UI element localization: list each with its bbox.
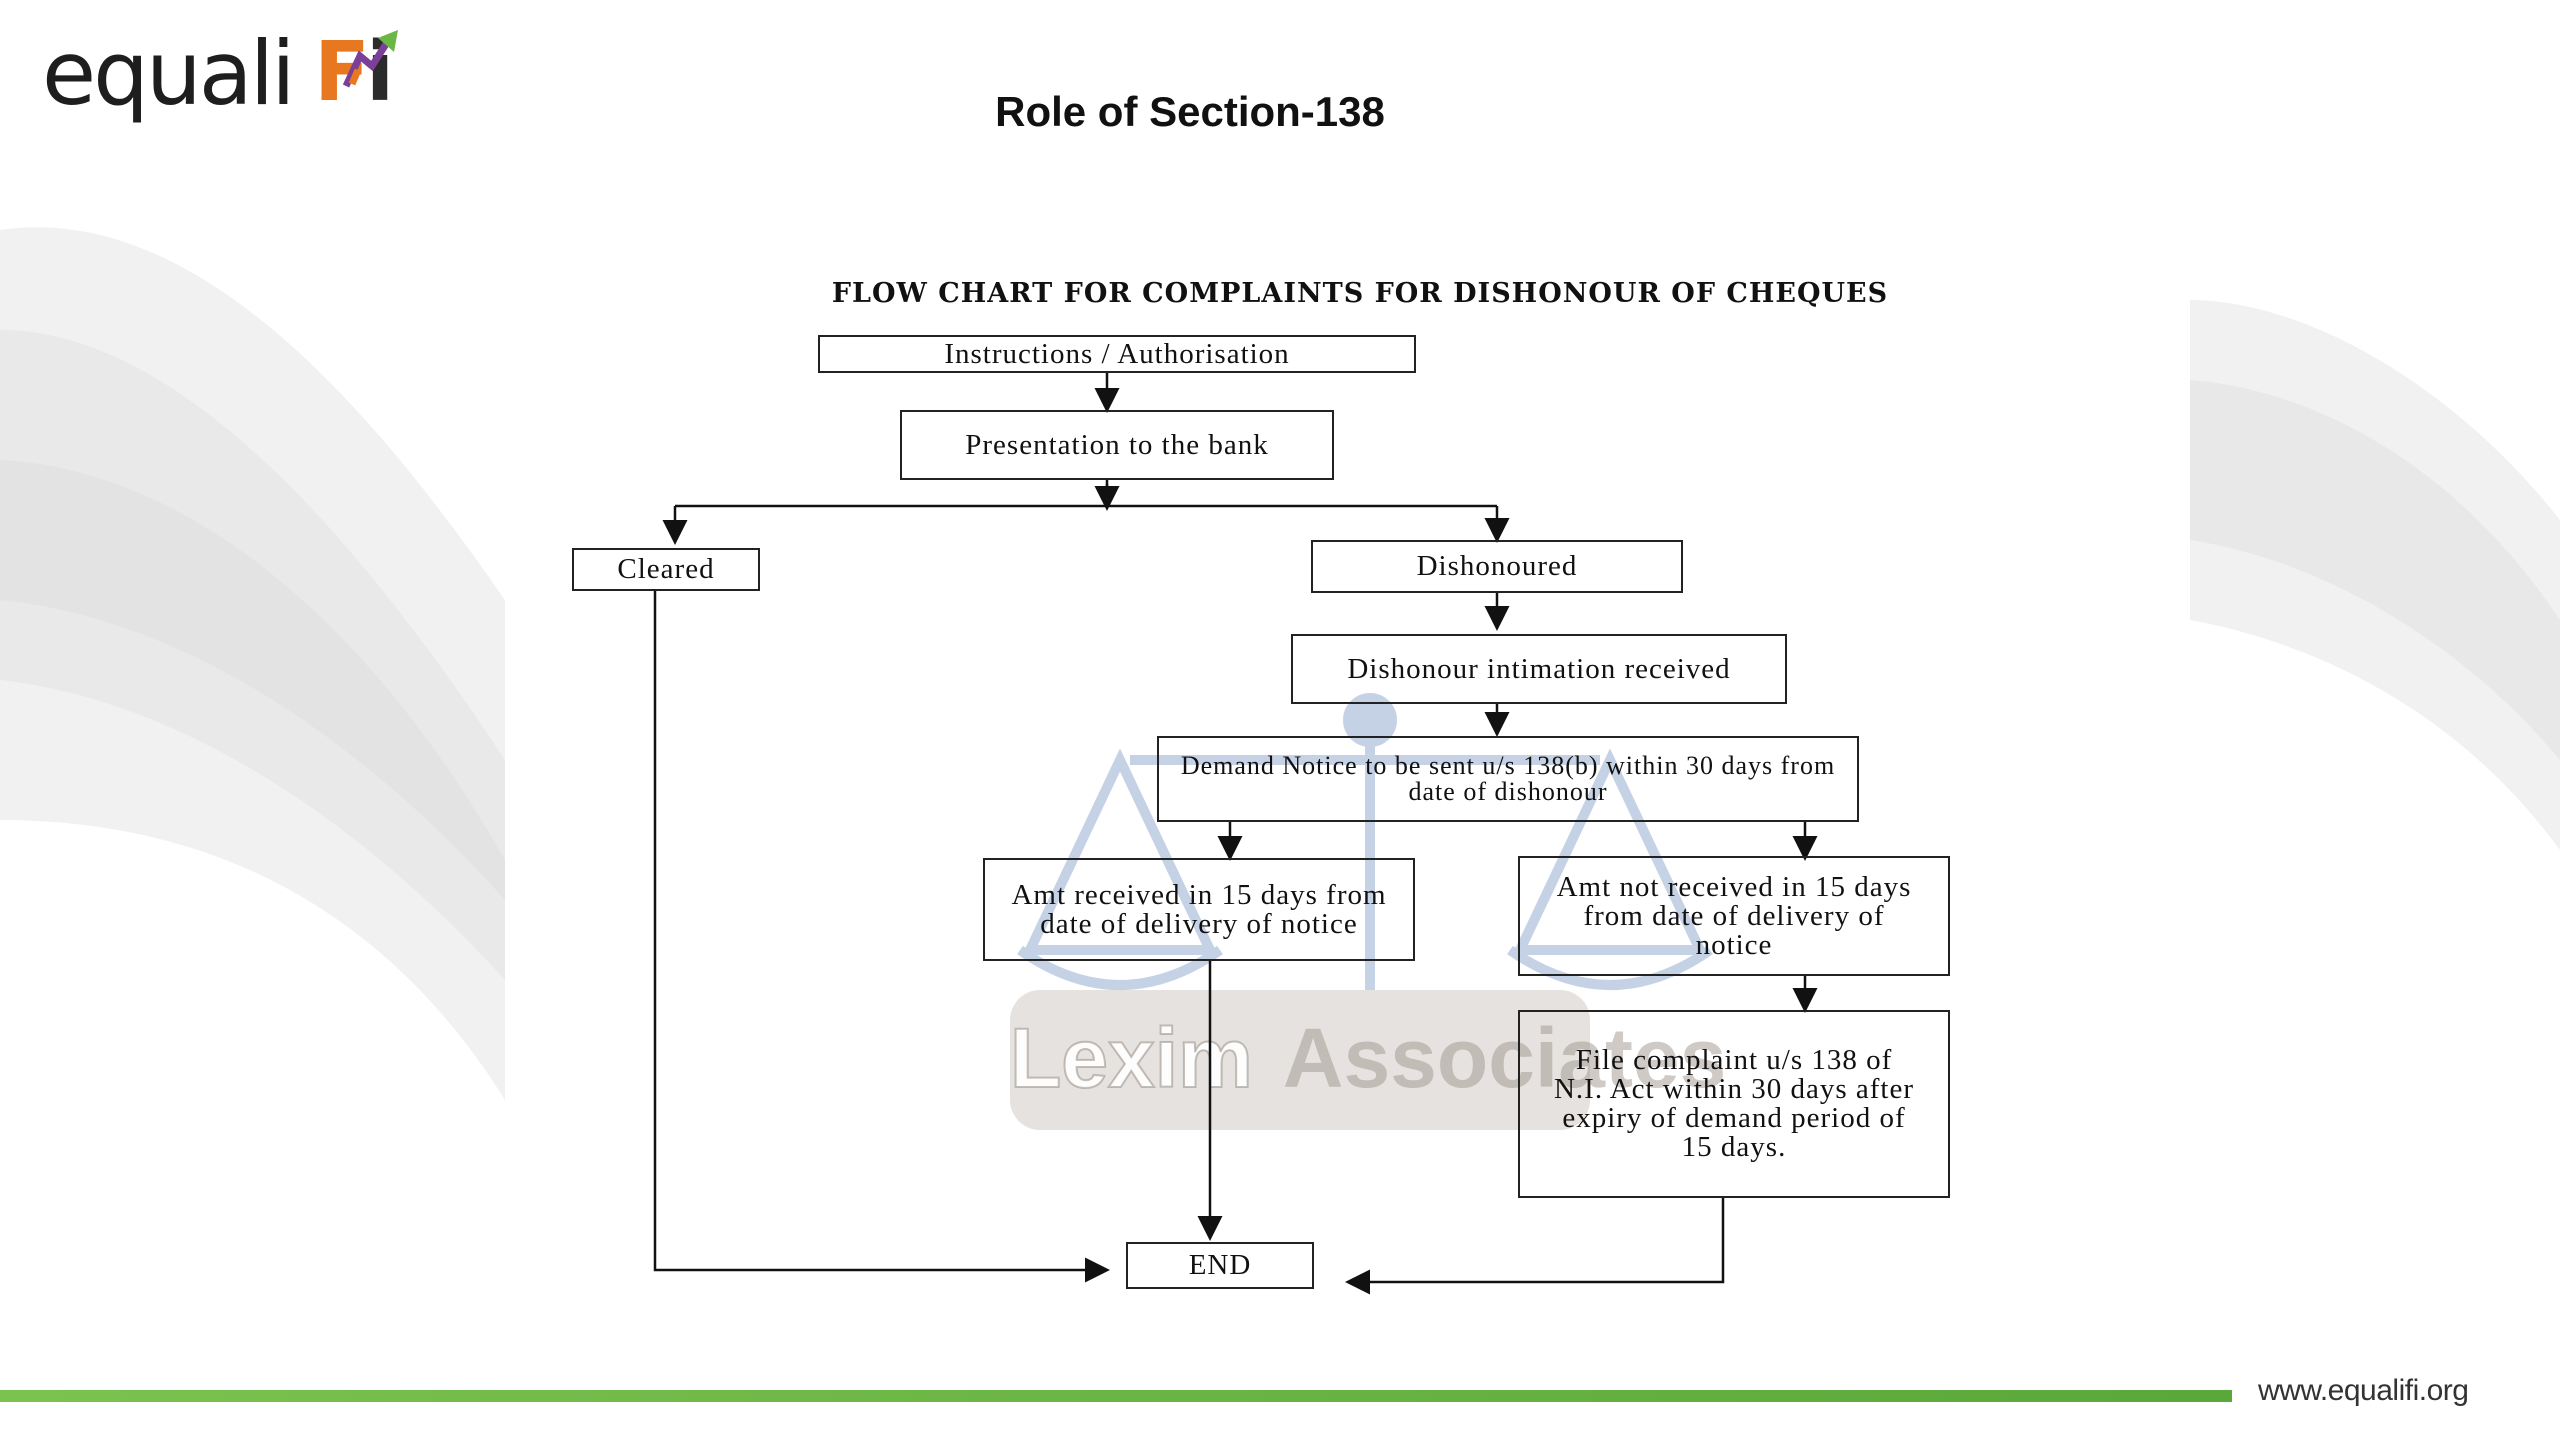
node-file-complaint: File complaint u/s 138 of N.I. Act withi… bbox=[1518, 1010, 1950, 1198]
node-amt-received-label: Amt received in 15 days from date of del… bbox=[1011, 878, 1387, 940]
flowchart-panel bbox=[505, 260, 2190, 1340]
node-end: END bbox=[1126, 1242, 1314, 1289]
node-demand-notice: Demand Notice to be sent u/s 138(b) with… bbox=[1157, 736, 1859, 822]
logo-wordmark: equali bbox=[42, 22, 296, 125]
node-instructions: Instructions / Authorisation bbox=[818, 335, 1416, 373]
node-file-complaint-label: File complaint u/s 138 of N.I. Act withi… bbox=[1553, 1044, 1914, 1163]
logo-arrow-icon bbox=[342, 30, 398, 88]
footer-url: www.equalifi.org bbox=[2258, 1374, 2469, 1407]
node-amt-not-received-label: Amt not received in 15 days from date of… bbox=[1556, 870, 1912, 961]
node-amt-not-received: Amt not received in 15 days from date of… bbox=[1518, 856, 1950, 976]
footer-bar bbox=[0, 1390, 2232, 1402]
node-intimation-label: Dishonour intimation received bbox=[1347, 652, 1731, 685]
node-presentation: Presentation to the bank bbox=[900, 410, 1334, 480]
node-presentation-label: Presentation to the bank bbox=[965, 428, 1269, 461]
node-instructions-label: Instructions / Authorisation bbox=[944, 337, 1290, 370]
node-dishonoured: Dishonoured bbox=[1311, 540, 1683, 593]
node-cleared: Cleared bbox=[572, 548, 760, 591]
node-demand-notice-label: Demand Notice to be sent u/s 138(b) with… bbox=[1180, 751, 1836, 806]
node-amt-received: Amt received in 15 days from date of del… bbox=[983, 858, 1415, 961]
slide-title: Role of Section-138 bbox=[995, 88, 1385, 135]
node-dishonoured-label: Dishonoured bbox=[1416, 550, 1578, 582]
flowchart-title: FLOW CHART FOR COMPLAINTS FOR DISHONOUR … bbox=[831, 278, 1889, 309]
equalifi-logo: equali Fi bbox=[42, 26, 422, 146]
watermark-word-associates: Associates bbox=[1282, 1011, 1727, 1105]
watermark-word-lexim: Lexim bbox=[1009, 1010, 1254, 1106]
node-end-label: END bbox=[1188, 1249, 1252, 1281]
node-intimation: Dishonour intimation received bbox=[1291, 634, 1787, 704]
watermark-text: Lexim Associates bbox=[1009, 1010, 1727, 1107]
node-cleared-label: Cleared bbox=[617, 553, 715, 585]
